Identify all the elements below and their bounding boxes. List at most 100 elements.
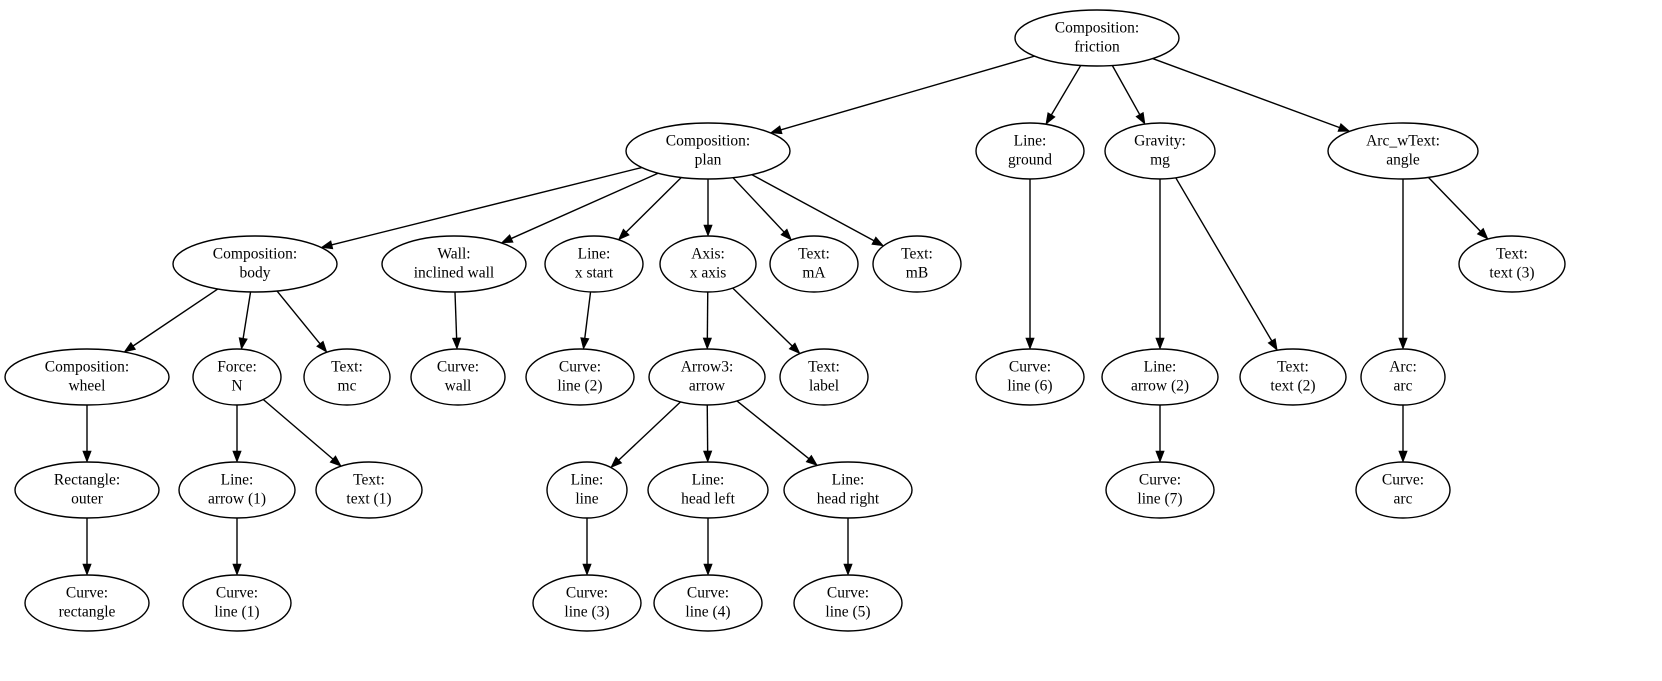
- node-ellipse: [769, 235, 859, 293]
- arrowhead-icon: [871, 236, 885, 247]
- graph-node-head-left[interactable]: Line:head left: [647, 461, 769, 519]
- graph-node-line-7[interactable]: Curve: line (7): [1105, 461, 1215, 519]
- graph-node-arc-curve[interactable]: Curve:arc: [1355, 461, 1451, 519]
- node-ellipse: [544, 235, 644, 293]
- edge-line: [1152, 57, 1340, 129]
- graph-node-x-start[interactable]: Line:x start: [544, 235, 644, 293]
- arrowhead-icon: [1476, 227, 1489, 240]
- node-label-type: Line:: [1014, 133, 1047, 150]
- edge-line: [331, 166, 642, 246]
- graph-node-text-2[interactable]: Text:text (2): [1239, 348, 1347, 406]
- graph-node-inclined-wall[interactable]: Wall:inclined wall: [381, 235, 527, 293]
- node-label-type: Curve:: [1139, 472, 1181, 489]
- graph-node-arrow-1[interactable]: Line:arrow (1): [178, 461, 296, 519]
- arrowhead-icon: [805, 454, 818, 466]
- node-label-name: text (2): [1270, 378, 1315, 395]
- graph-node-line-2[interactable]: Curve:line (2): [525, 348, 635, 406]
- graph-edge: [320, 166, 642, 250]
- graph-node-arrow-2[interactable]: Line:arrow (2): [1101, 348, 1219, 406]
- graph-edge: [617, 176, 682, 241]
- arrowhead-icon: [1155, 337, 1165, 350]
- graph-node-mA[interactable]: Text:mA: [769, 235, 859, 293]
- graph-node-wall[interactable]: Curve:wall: [410, 348, 506, 406]
- node-label-type: Axis:: [691, 246, 725, 263]
- graph-edge: [82, 518, 92, 576]
- node-label-type: Curve:: [827, 585, 869, 602]
- node-label-name: mc: [338, 378, 357, 395]
- node-ellipse: [410, 348, 506, 406]
- node-label-type: Composition:: [1055, 20, 1139, 37]
- graph-node-rectangle[interactable]: Curve:rectangle: [24, 574, 150, 632]
- graph-node-line-6[interactable]: Curve:line (6): [975, 348, 1085, 406]
- graph-edge: [703, 518, 713, 576]
- graph-node-text-1[interactable]: Text:text (1): [315, 461, 423, 519]
- graph-node-line-5[interactable]: Curve:line (5): [793, 574, 903, 632]
- node-label-name: line: [575, 491, 598, 508]
- graph-node-outer[interactable]: Rectangle:outer: [14, 461, 160, 519]
- node-ellipse: [172, 235, 338, 293]
- arrowhead-icon: [703, 224, 713, 237]
- arrowhead-icon: [617, 228, 630, 241]
- graph-node-mB[interactable]: Text:mB: [872, 235, 962, 293]
- node-label-name: line (7): [1137, 491, 1182, 508]
- graph-node-arc[interactable]: Arc:arc: [1360, 348, 1446, 406]
- graph-node-text-3[interactable]: Text:text (3): [1458, 235, 1566, 293]
- node-ellipse: [182, 574, 292, 632]
- graph-edge: [769, 55, 1035, 135]
- graph-node-ground[interactable]: Line:ground: [975, 122, 1085, 180]
- arrowhead-icon: [610, 456, 623, 469]
- graph-node-x-axis[interactable]: Axis: x axis: [659, 235, 757, 293]
- graph-node-force-N[interactable]: Force:N: [192, 348, 282, 406]
- arrowhead-icon: [582, 563, 592, 576]
- graph-edge: [232, 405, 242, 463]
- node-label-name: x axis: [690, 265, 727, 282]
- graph-edge: [702, 291, 712, 350]
- node-label-type: Arc_wText:: [1366, 133, 1440, 150]
- graph-edge: [500, 172, 659, 244]
- arrowhead-icon: [780, 228, 793, 241]
- graph-node-gravity[interactable]: Gravity:mg: [1104, 122, 1216, 180]
- node-label-name: friction: [1074, 39, 1120, 56]
- graph-node-plan[interactable]: Composition:plan: [625, 122, 791, 180]
- node-ellipse: [525, 348, 635, 406]
- graph-edge: [1045, 65, 1082, 125]
- node-label-name: text (3): [1489, 265, 1534, 282]
- node-label-type: Curve:: [437, 359, 479, 376]
- graph-node-mc[interactable]: Text:mc: [303, 348, 391, 406]
- node-label-name: arrow (1): [208, 491, 266, 508]
- graph-node-body[interactable]: Composition:body: [172, 235, 338, 293]
- node-ellipse: [178, 461, 296, 519]
- graph-edge: [123, 288, 219, 353]
- edge-line: [736, 400, 810, 460]
- edge-line: [1111, 65, 1141, 115]
- graph-edge: [751, 174, 885, 247]
- edge-line: [780, 55, 1035, 131]
- graph-node-wheel[interactable]: Composition:wheel: [4, 348, 170, 406]
- arrowhead-icon: [320, 240, 334, 250]
- node-label-type: Curve:: [566, 585, 608, 602]
- edges-layer: [82, 55, 1489, 576]
- graph-node-friction[interactable]: Composition: friction: [1014, 9, 1180, 67]
- graph-node-line-1[interactable]: Curve:line (1): [182, 574, 292, 632]
- node-label-type: Composition:: [213, 246, 297, 263]
- node-label-type: Text:: [808, 359, 840, 376]
- node-label-type: Curve:: [687, 585, 729, 602]
- graph-node-line-4[interactable]: Curve:line (4): [653, 574, 763, 632]
- graph-node-line[interactable]: Line:line: [546, 461, 628, 519]
- node-label-name: mg: [1150, 152, 1170, 169]
- graph-node-label[interactable]: Text:label: [779, 348, 869, 406]
- graph-edge: [1155, 179, 1165, 350]
- node-ellipse: [1327, 122, 1479, 180]
- node-ellipse: [303, 348, 391, 406]
- graph-edge: [1155, 405, 1165, 463]
- arrowhead-icon: [1025, 337, 1035, 350]
- edge-line: [276, 290, 321, 345]
- graph-node-arrow3[interactable]: Arrow3:arrow: [648, 348, 766, 406]
- graph-node-head-right[interactable]: Line:head right: [783, 461, 913, 519]
- graph-node-angle[interactable]: Arc_wText:angle: [1327, 122, 1479, 180]
- node-label-type: Rectangle:: [54, 472, 120, 489]
- graph-node-line-3[interactable]: Curve:line (3): [532, 574, 642, 632]
- node-ellipse: [532, 574, 642, 632]
